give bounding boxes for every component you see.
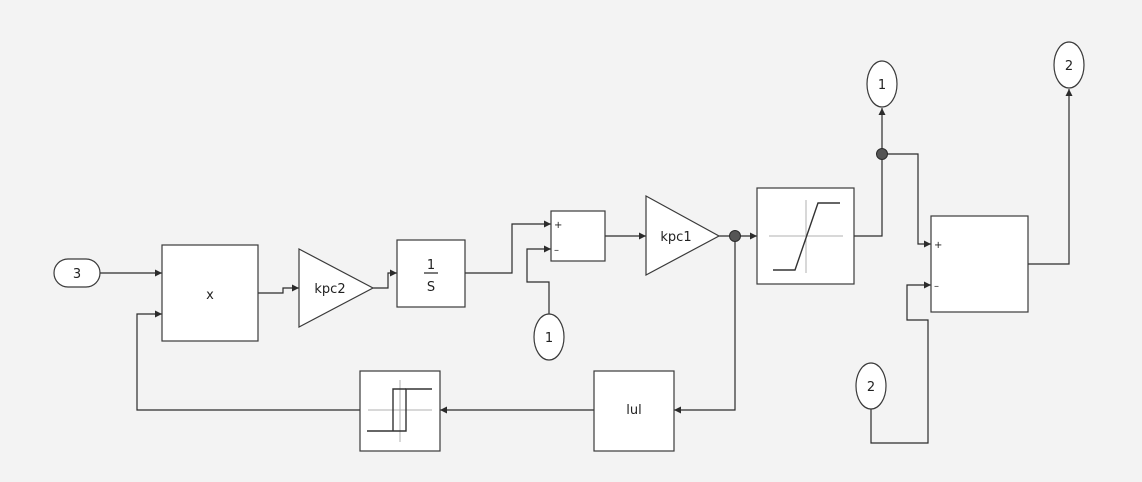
wire-sum2-to-outport2[interactable] <box>1028 89 1073 265</box>
wire-integrator-to-sum1[interactable] <box>465 220 551 274</box>
wire-inport2-to-sum2[interactable] <box>870 281 931 444</box>
integrator-numerator: 1 <box>427 258 435 273</box>
outport-1-label: 1 <box>878 78 886 93</box>
inport-1-label: 1 <box>545 331 553 346</box>
branch-point-saturation <box>876 148 888 160</box>
integrator-block[interactable]: 1 S <box>396 239 466 308</box>
gain-kpc1-block[interactable]: kpc1 <box>645 194 721 277</box>
product-label: x <box>206 288 214 303</box>
wire-kpc2-to-integrator[interactable] <box>373 269 397 289</box>
sum2-plus-sign: + <box>934 240 942 251</box>
product-block[interactable]: x <box>161 244 259 342</box>
outport-2-label: 2 <box>1065 59 1073 74</box>
wire-product-to-kpc2[interactable] <box>258 284 299 294</box>
outport-1-block[interactable]: 1 <box>866 60 898 108</box>
sum2-minus-sign: – <box>934 281 939 292</box>
relay-hysteresis-icon <box>367 380 432 442</box>
wire-saturation-branch[interactable] <box>854 154 883 237</box>
branch-point-kpc1 <box>729 230 741 242</box>
gain-kpc1-label: kpc1 <box>660 230 691 245</box>
gain-kpc2-label: kpc2 <box>314 282 345 297</box>
abs-label: lul <box>626 403 641 418</box>
sum1-block[interactable]: + – <box>550 210 606 262</box>
integrator-denominator: S <box>427 280 435 295</box>
inport-3-block[interactable]: 3 <box>53 258 101 288</box>
relay-block[interactable] <box>359 370 441 452</box>
inport-2-label: 2 <box>867 380 875 395</box>
wire-inport1-to-sum1[interactable] <box>526 245 551 314</box>
wire-branch-to-abs[interactable] <box>674 236 736 414</box>
outport-2-block[interactable]: 2 <box>1053 41 1085 89</box>
sum1-plus-sign: + <box>554 220 562 231</box>
gain-kpc2-block[interactable]: kpc2 <box>298 248 375 328</box>
saturation-icon <box>769 200 843 273</box>
sum2-block[interactable]: + – <box>930 215 1029 313</box>
inport-3-label: 3 <box>73 267 81 282</box>
saturation-block[interactable] <box>756 187 855 285</box>
inport-1-block[interactable]: 1 <box>533 313 565 361</box>
wire-branch-to-sum2[interactable] <box>882 153 931 248</box>
wire-relay-to-product[interactable] <box>136 310 360 411</box>
abs-block[interactable]: lul <box>593 370 675 452</box>
sum1-minus-sign: – <box>554 245 559 256</box>
signal-wires <box>100 89 1073 444</box>
inport-2-block[interactable]: 2 <box>855 362 887 410</box>
